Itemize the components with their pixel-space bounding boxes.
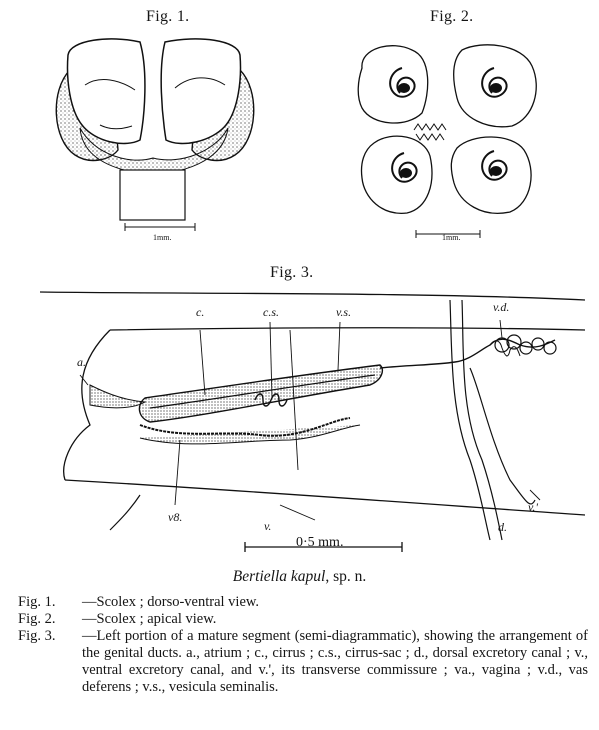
caption-text: —Scolex ; dorso-ventral view. (82, 594, 260, 610)
fig3-label-atrium: a. (77, 355, 86, 369)
fig2-scale-label: 1mm. (442, 233, 461, 242)
fig3-label-dorsal-canal: d. (498, 520, 507, 534)
fig2-label: Fig. 2. (430, 8, 474, 25)
species-heading: Bertiella kapul, sp. n. (0, 568, 599, 586)
fig1-scale-label: 1mm. (153, 233, 172, 242)
fig3-label-ventral-canal: v. (264, 519, 272, 533)
fig3-segment-drawing (40, 291, 585, 552)
species-suffix: , sp. n. (325, 568, 367, 585)
figure-captions: Fig. 1. —Scolex ; dorso-ventral view. Fi… (18, 594, 588, 696)
fig1-scolex-drawing (55, 38, 255, 231)
fig3-label-commissure: v.' (528, 500, 539, 514)
caption-row: Fig. 2. —Scolex ; apical view. (18, 611, 588, 628)
fig3-label-cirrus-sac: c.s. (263, 305, 279, 319)
caption-text: —Scolex ; apical view. (82, 611, 217, 627)
caption-key: Fig. 3. (18, 628, 56, 644)
fig1-label: Fig. 1. (146, 8, 190, 25)
fig3-label-cirrus: c. (196, 305, 205, 319)
fig3-label-vesicula-seminalis: v.s. (336, 305, 352, 319)
caption-key: Fig. 2. (18, 611, 56, 627)
caption-text: —Left portion of a mature segment (semi-… (82, 628, 588, 695)
caption-row: Fig. 1. —Scolex ; dorso-ventral view. (18, 594, 588, 611)
fig3-label-vas-deferens: v.d. (493, 300, 510, 314)
species-name: Bertiella kapul (232, 568, 326, 585)
fig3-scale-label: 0·5 mm. (296, 535, 344, 550)
fig3-label: Fig. 3. (270, 264, 314, 281)
caption-row: Fig. 3. —Left portion of a mature segmen… (18, 628, 588, 696)
caption-key: Fig. 1. (18, 594, 56, 610)
fig2-scolex-drawing (357, 44, 537, 238)
fig3-label-vagina: v8. (168, 510, 183, 524)
